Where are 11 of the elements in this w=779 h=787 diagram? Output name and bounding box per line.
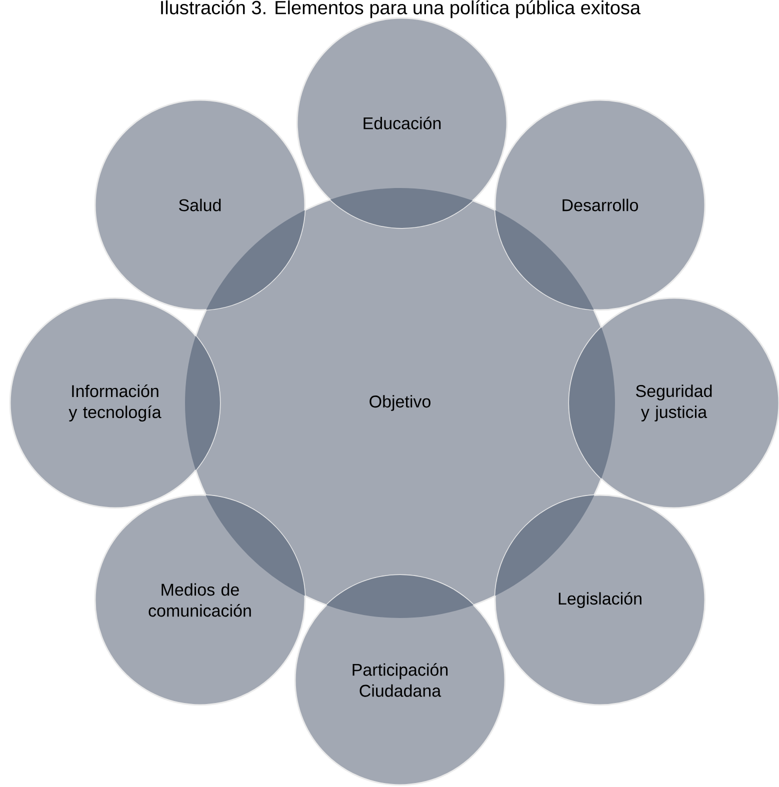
- circle-node: Legislación: [494, 494, 706, 706]
- circle-node: Seguridad y justicia: [568, 297, 779, 509]
- circle-node: Participación Ciudadana: [294, 574, 506, 786]
- title: Ilustración 3. Elementos para una política pública exitosa: [161, 0, 641, 18]
- node-label: Seguridad y justicia: [636, 384, 712, 422]
- circle-node: Salud: [94, 99, 306, 311]
- circle-node: Educación: [296, 17, 508, 229]
- circle-node: Desarrollo: [494, 99, 706, 311]
- circle-node: Medios de comunicación: [94, 494, 306, 706]
- node-label: Participación Ciudadana: [352, 663, 448, 697]
- circle-node: Información y tecnología: [9, 297, 221, 509]
